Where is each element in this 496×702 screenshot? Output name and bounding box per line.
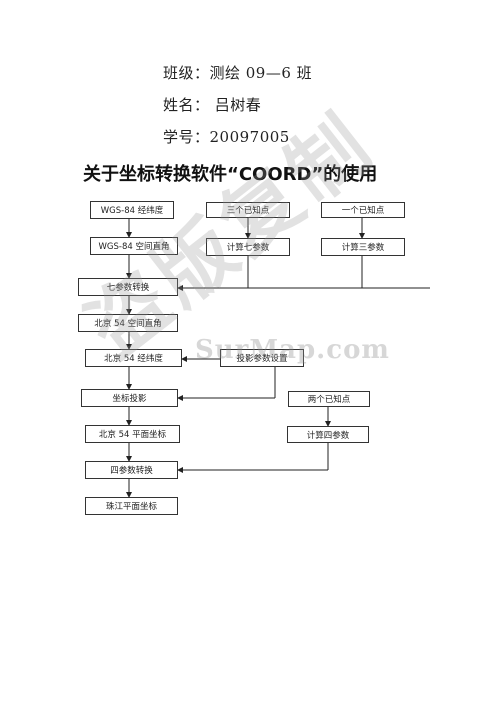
- box-coord-projection: 坐标投影: [81, 389, 178, 407]
- box-three-known-points: 三个已知点: [206, 202, 290, 218]
- box-compute-three: 计算三参数: [321, 238, 405, 256]
- box-one-known-point: 一个已知点: [321, 202, 405, 218]
- box-seven-transform: 七参数转换: [78, 278, 178, 296]
- box-compute-four: 计算四参数: [287, 426, 369, 443]
- box-two-known-points: 两个已知点: [288, 391, 370, 407]
- box-beijing54-geodetic: 北京 54 经纬度: [85, 349, 182, 367]
- document-title: 关于坐标转换软件“COORD”的使用: [83, 164, 378, 185]
- box-four-transform: 四参数转换: [85, 461, 178, 479]
- box-wgs84-geodetic: WGS-84 经纬度: [90, 201, 174, 219]
- name-line: 姓名： 吕树春: [163, 96, 262, 114]
- box-beijing54-spatial: 北京 54 空间直角: [78, 314, 178, 332]
- box-projection-settings: 投影参数设置: [220, 349, 304, 367]
- box-wgs84-spatial: WGS-84 空间直角: [90, 237, 178, 255]
- box-compute-seven: 计算七参数: [206, 238, 290, 256]
- student-id-line: 学号：20097005: [163, 128, 290, 146]
- box-beijing54-plane: 北京 54 平面坐标: [85, 425, 180, 443]
- class-line: 班级：测绘 09—6 班: [163, 64, 313, 82]
- box-zhujiang-plane: 珠江平面坐标: [85, 497, 178, 515]
